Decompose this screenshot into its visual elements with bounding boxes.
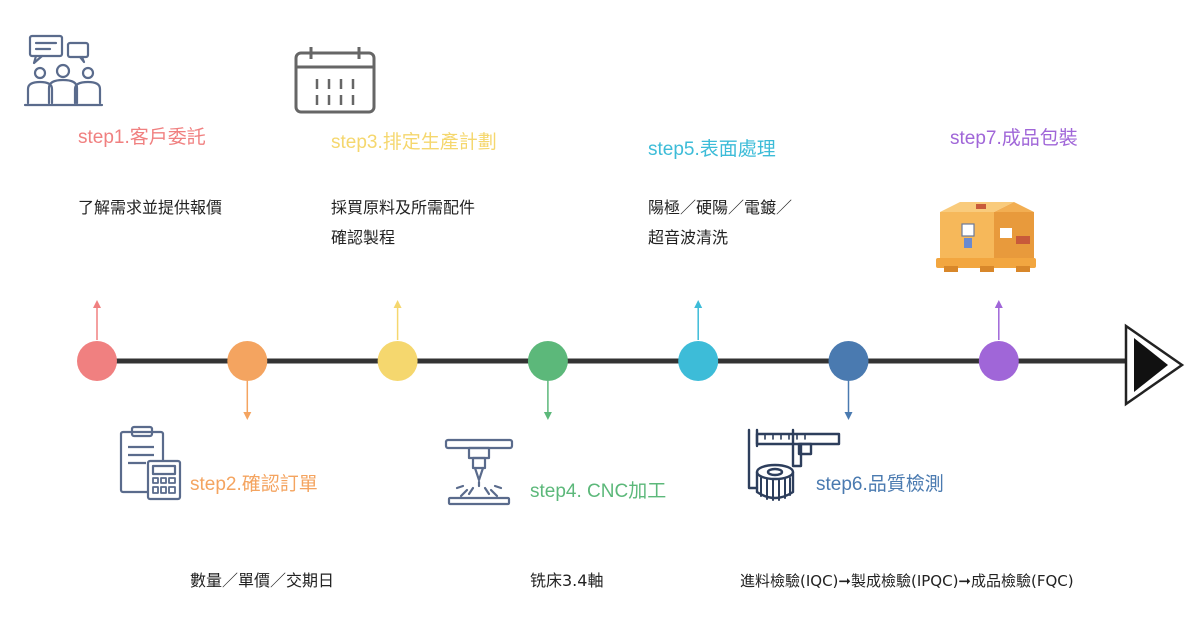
step-arrow-up [93, 300, 101, 308]
step3-title: step3.排定生產計劃 [331, 132, 497, 153]
step1-desc-line: 了解需求並提供報價 [78, 198, 223, 217]
meeting-chat-icon [22, 33, 104, 109]
step-arrow-up [694, 300, 703, 308]
step-dot [828, 341, 869, 381]
step-dot [77, 341, 117, 381]
step2-desc-line: 數量／單價／交期日 [190, 571, 335, 590]
caliper-gear-icon [743, 426, 843, 508]
step4-description: 铣床3.4軸 [530, 566, 603, 596]
step5-description: 陽極／硬陽／電鍍／ 超音波清洗 [648, 193, 792, 253]
step6-title: step6.品質檢測 [816, 474, 944, 495]
step-arrow-up [393, 300, 402, 308]
calendar-icon [293, 45, 377, 115]
clipboard-calculator-icon [118, 425, 184, 501]
step5-desc-line: 陽極／硬陽／電鍍／ [648, 198, 793, 217]
step6-desc-line: 進料檢驗(IQC)➞製成檢驗(IPQC)➞成品檢驗(FQC) [740, 572, 1074, 590]
step-dot [978, 341, 1019, 381]
step2-description: 數量／單價／交期日 [190, 566, 334, 596]
step-arrow-down [543, 412, 552, 420]
step4-title: step4. CNC加工 [530, 481, 667, 502]
step-dot [227, 341, 268, 381]
step-arrow-up [994, 300, 1003, 308]
timeline-arrowhead [1134, 338, 1168, 392]
step5-desc-line: 超音波清洗 [648, 228, 729, 247]
step-dot [377, 341, 418, 381]
step6-description: 進料檢驗(IQC)➞製成檢驗(IPQC)➞成品檢驗(FQC) [740, 566, 1074, 596]
boxes-pallet-icon [930, 198, 1042, 274]
step-arrow-down [243, 412, 252, 420]
step-dot [678, 341, 719, 381]
step7-title: step7.成品包裝 [950, 128, 1078, 149]
step5-title: step5.表面處理 [648, 139, 776, 160]
cnc-machine-icon [443, 436, 515, 508]
step4-desc-line: 铣床3.4軸 [530, 571, 604, 590]
step1-title: step1.客戶委託 [78, 127, 206, 148]
step3-desc-line: 採買原料及所需配件 [331, 198, 476, 217]
step2-title: step2.確認訂單 [190, 474, 318, 495]
step-dot [527, 341, 568, 381]
step1-description: 了解需求並提供報價 [78, 193, 222, 223]
step3-desc-line: 確認製程 [331, 228, 396, 247]
step3-description: 採買原料及所需配件 確認製程 [331, 193, 475, 253]
step-arrow-down [844, 412, 853, 420]
